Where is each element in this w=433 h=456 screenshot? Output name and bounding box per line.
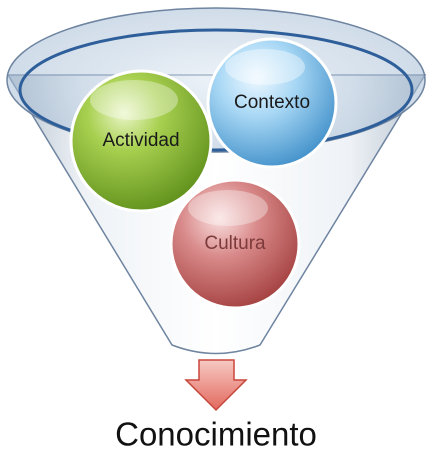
output-label: Conocimiento [115,416,317,453]
circle-contexto: Contexto [206,37,338,169]
circle-label-contexto: Contexto [234,92,310,113]
circle-label-actividad: Actividad [102,130,179,151]
circle-label-cultura: Cultura [204,233,266,254]
circle-actividad: Actividad [69,69,213,213]
funnel-rim-inner [18,28,414,152]
down-arrow-icon [184,359,248,412]
circle-cultura: Cultura [169,178,301,310]
